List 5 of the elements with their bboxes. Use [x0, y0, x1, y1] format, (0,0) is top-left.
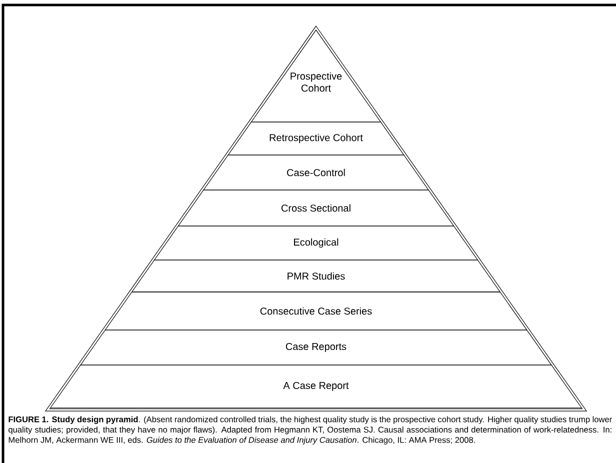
pyramid-tier: Consecutive Case Series [104, 292, 528, 330]
node-label: Prospective Cohort [290, 72, 342, 92]
figure-caption: FIGURE 1. Study design pyramid. (Absent randomized controlled trials, the highest quality study is the prospective cohort study. Higher quality studies trump lower quality studies; provided, that they have no major flaws). Adapted from Hegmann KT, Oostema SJ. Causal associations and determination of work-relatedness. In: Melhorn JM, Ackermann WE III, eds. Guides to the Evaluation of Disease and Injury Causation. Chicago, IL: AMA Press; 2008. [8, 416, 612, 445]
pyramid-tier: Cross Sectional [177, 190, 455, 226]
pyramid-tier: Retrospective Cohort [227, 122, 405, 156]
